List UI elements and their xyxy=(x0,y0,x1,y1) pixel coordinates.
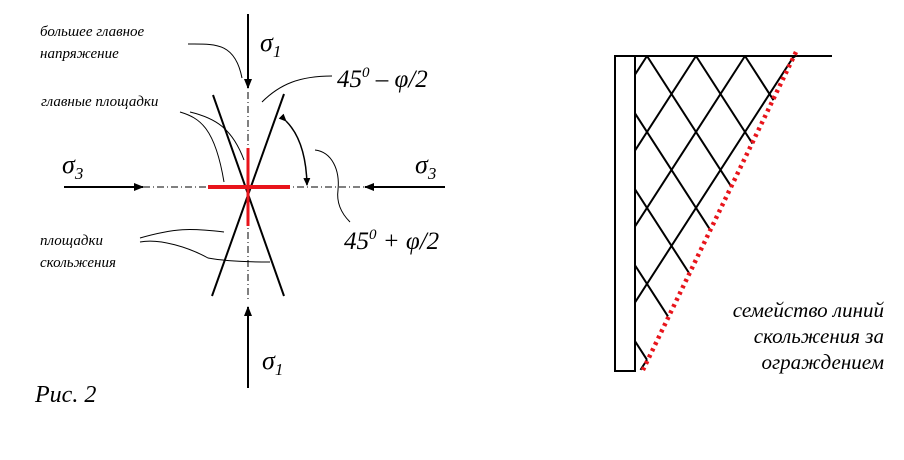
angle-plus-label: 450 + φ/2 xyxy=(344,227,440,255)
leader-principal-b xyxy=(189,111,245,161)
slip-line-up xyxy=(634,55,697,152)
leader-principal-a xyxy=(179,111,225,183)
slip-family-label-line1: семейство линий xyxy=(732,298,884,322)
slip-line-up xyxy=(634,55,648,76)
major-stress-label-line2: напряжение xyxy=(40,46,119,62)
figure-caption: Рис. 2 xyxy=(35,382,97,408)
slip-line-down xyxy=(634,188,690,274)
slip-planes-label-line1: площадки xyxy=(40,233,104,249)
rupture-line xyxy=(639,51,799,373)
slip-line-down xyxy=(634,112,711,231)
slip-family-label: семейство линий скольжения за ограждение… xyxy=(733,297,884,375)
major-stress-label: большее главное напряжение xyxy=(40,21,144,65)
slip-line-down xyxy=(646,55,733,188)
sigma1-bottom-label: σ1 xyxy=(262,346,284,379)
sigma3-left-label: σ3 xyxy=(62,150,84,183)
slip-line-family xyxy=(634,55,796,371)
slip-line-down xyxy=(744,55,775,101)
sigma3-right-label: σ3 xyxy=(415,150,437,183)
slip-planes-label: площадки скольжения xyxy=(40,230,116,274)
sigma1-top-label: σ1 xyxy=(260,28,282,61)
leader-slip-a xyxy=(139,229,225,239)
leader-major-stress xyxy=(187,43,243,79)
slip-family-label-line3: ограждением xyxy=(761,350,884,374)
stress-diagram xyxy=(64,14,445,388)
leader-angle-minus xyxy=(261,75,333,103)
slip-line-down xyxy=(695,55,754,145)
angle-arc xyxy=(278,113,311,186)
leader-slip-b xyxy=(139,240,271,263)
leader-angle-plus xyxy=(314,149,351,223)
retaining-wall xyxy=(614,55,636,372)
slip-line-up xyxy=(634,55,795,303)
angle-minus-label: 450 – φ/2 xyxy=(337,65,428,93)
retaining-wall-diagram xyxy=(614,51,832,373)
slip-line-down xyxy=(634,264,669,317)
slip-line-down xyxy=(634,340,648,361)
slip-line-up xyxy=(634,55,746,228)
slip-planes-label-line2: скольжения xyxy=(40,255,116,271)
major-stress-label-line1: большее главное xyxy=(40,24,145,40)
principal-planes-label: главные площадки xyxy=(41,94,159,110)
slip-family-label-line2: скольжения за xyxy=(753,324,884,348)
